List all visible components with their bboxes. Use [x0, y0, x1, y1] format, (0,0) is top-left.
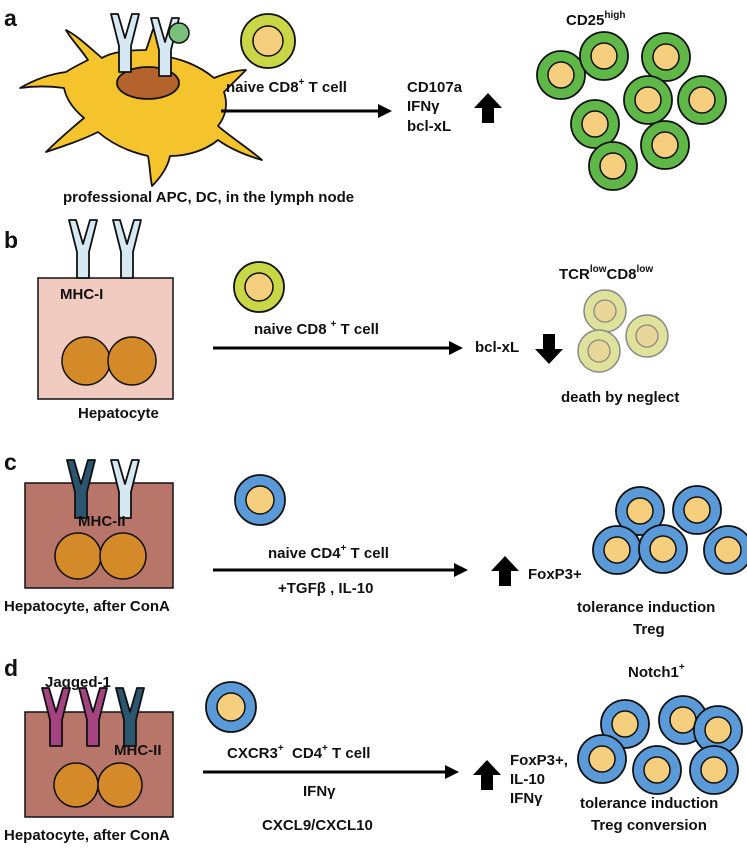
hepatocyte-nucleus — [97, 762, 143, 808]
dendritic-cell — [19, 13, 263, 187]
t-cell — [638, 524, 688, 574]
t-cell — [570, 99, 620, 149]
panel-c-caption: Hepatocyte, after ConA — [4, 598, 170, 615]
mhc-i-receptor-icon — [112, 219, 142, 279]
panel-d-ligand-label: Jagged-1 — [45, 674, 111, 691]
panel-a-marker: IFNγ — [407, 98, 440, 115]
naive-cd8-t-cell — [233, 261, 285, 313]
t-cell — [623, 75, 673, 125]
arrow-right-icon — [213, 563, 468, 577]
panel-b-cell-label: naive CD8+ T cell — [254, 319, 379, 338]
t-cell — [632, 745, 682, 795]
hepatocyte — [24, 482, 174, 589]
t-cell — [592, 525, 642, 575]
panel-a-caption: professional APC, DC, in the lymph node — [63, 189, 354, 206]
arrow-right-icon — [221, 104, 392, 118]
panel-b-letter: b — [4, 227, 18, 253]
t-cell — [689, 745, 739, 795]
panel-a: a professional APC, DC, in the lymph nod… — [4, 5, 727, 206]
t-cell — [641, 32, 691, 82]
dying-t-cell-cluster — [577, 289, 669, 373]
panel-d-cell-label: CXCR3+ CD4+ T cell — [227, 743, 370, 762]
panel-a-cell-label: naive CD8+ T cell — [226, 77, 347, 96]
hepatocyte-nucleus — [54, 532, 102, 580]
arrow-right-icon — [203, 765, 459, 779]
panel-b-marker: bcl-xL — [475, 339, 519, 356]
t-cell — [577, 734, 627, 784]
t-cell — [672, 485, 722, 535]
naive-cd4-t-cell — [234, 474, 286, 526]
dendritic-cell-body — [19, 21, 263, 187]
panel-b-outcome: TCRlowCD8low — [559, 264, 653, 283]
panel-c-outcome-line2: Treg — [633, 621, 665, 638]
t-cell — [579, 31, 629, 81]
panel-d-mhc-label: MHC-II — [114, 742, 162, 759]
panel-c-conditions: +TGFβ , IL-10 — [278, 580, 373, 597]
down-arrow-icon — [535, 334, 563, 364]
panel-d-cytokine: IFNγ — [303, 783, 336, 800]
panel-d-chemokines: CXCL9/CXCL10 — [262, 817, 373, 834]
panel-b-mhc-label: MHC-I — [60, 286, 103, 303]
panel-c: c MHC-II Hepatocyte, after ConA naive CD… — [4, 449, 747, 638]
hepatocyte-nucleus — [61, 336, 111, 386]
panel-d-marker: IL-10 — [510, 771, 545, 788]
naive-cd8-t-cell — [240, 13, 296, 69]
hepatocyte — [37, 277, 174, 400]
panel-b-caption: Hepatocyte — [78, 405, 159, 422]
arrow-right-icon — [213, 341, 463, 355]
panel-d-letter: d — [4, 655, 18, 681]
panel-b: b MHC-I Hepatocyte naive CD8+ T cell bcl… — [4, 219, 679, 422]
panel-d-marker: IFNγ — [510, 790, 543, 807]
panel-d-outcome-line2: Treg conversion — [591, 817, 707, 834]
panel-d-caption: Hepatocyte, after ConA — [4, 827, 170, 844]
panel-c-outcome-line1: tolerance induction — [577, 599, 715, 616]
cxcr3-cd4-t-cell — [205, 681, 257, 733]
treg-cell-cluster — [592, 485, 747, 575]
panel-d-outcome: Notch1+ — [628, 662, 685, 681]
panel-c-mhc-label: MHC-II — [78, 513, 126, 530]
panel-a-letter: a — [4, 5, 17, 31]
panel-b-outcome-text: death by neglect — [561, 389, 679, 406]
treg-cell-cluster — [577, 695, 743, 795]
t-cell — [588, 141, 638, 191]
t-cell — [677, 75, 727, 125]
hepatocyte-nucleus — [53, 762, 99, 808]
panel-a-marker: CD107a — [407, 79, 463, 96]
t-cell — [536, 50, 586, 100]
antigen-icon — [168, 22, 190, 44]
panel-d-outcome-line1: tolerance induction — [580, 795, 718, 812]
panel-c-letter: c — [4, 449, 17, 475]
up-arrow-icon — [473, 760, 501, 790]
mhc-i-receptor-icon — [68, 219, 98, 279]
hepatocyte-nucleus — [107, 336, 157, 386]
panel-c-cell-label: naive CD4+ T cell — [268, 543, 389, 562]
hepatocyte-nucleus — [99, 532, 147, 580]
activated-t-cell-cluster — [536, 31, 727, 191]
t-cell — [615, 486, 665, 536]
panel-a-marker: bcl-xL — [407, 118, 451, 135]
t-cell — [703, 525, 747, 575]
panel-d-marker: FoxP3+, — [510, 752, 568, 769]
up-arrow-icon — [474, 93, 502, 123]
panel-a-outcome: CD25high — [566, 10, 625, 29]
panel-d: d Jagged-1 MHC-II Hepatocyte, after ConA… — [4, 655, 743, 844]
t-cell — [640, 120, 690, 170]
up-arrow-icon — [491, 556, 519, 586]
t-cell — [600, 699, 650, 749]
panel-c-marker: FoxP3+ — [528, 566, 582, 583]
